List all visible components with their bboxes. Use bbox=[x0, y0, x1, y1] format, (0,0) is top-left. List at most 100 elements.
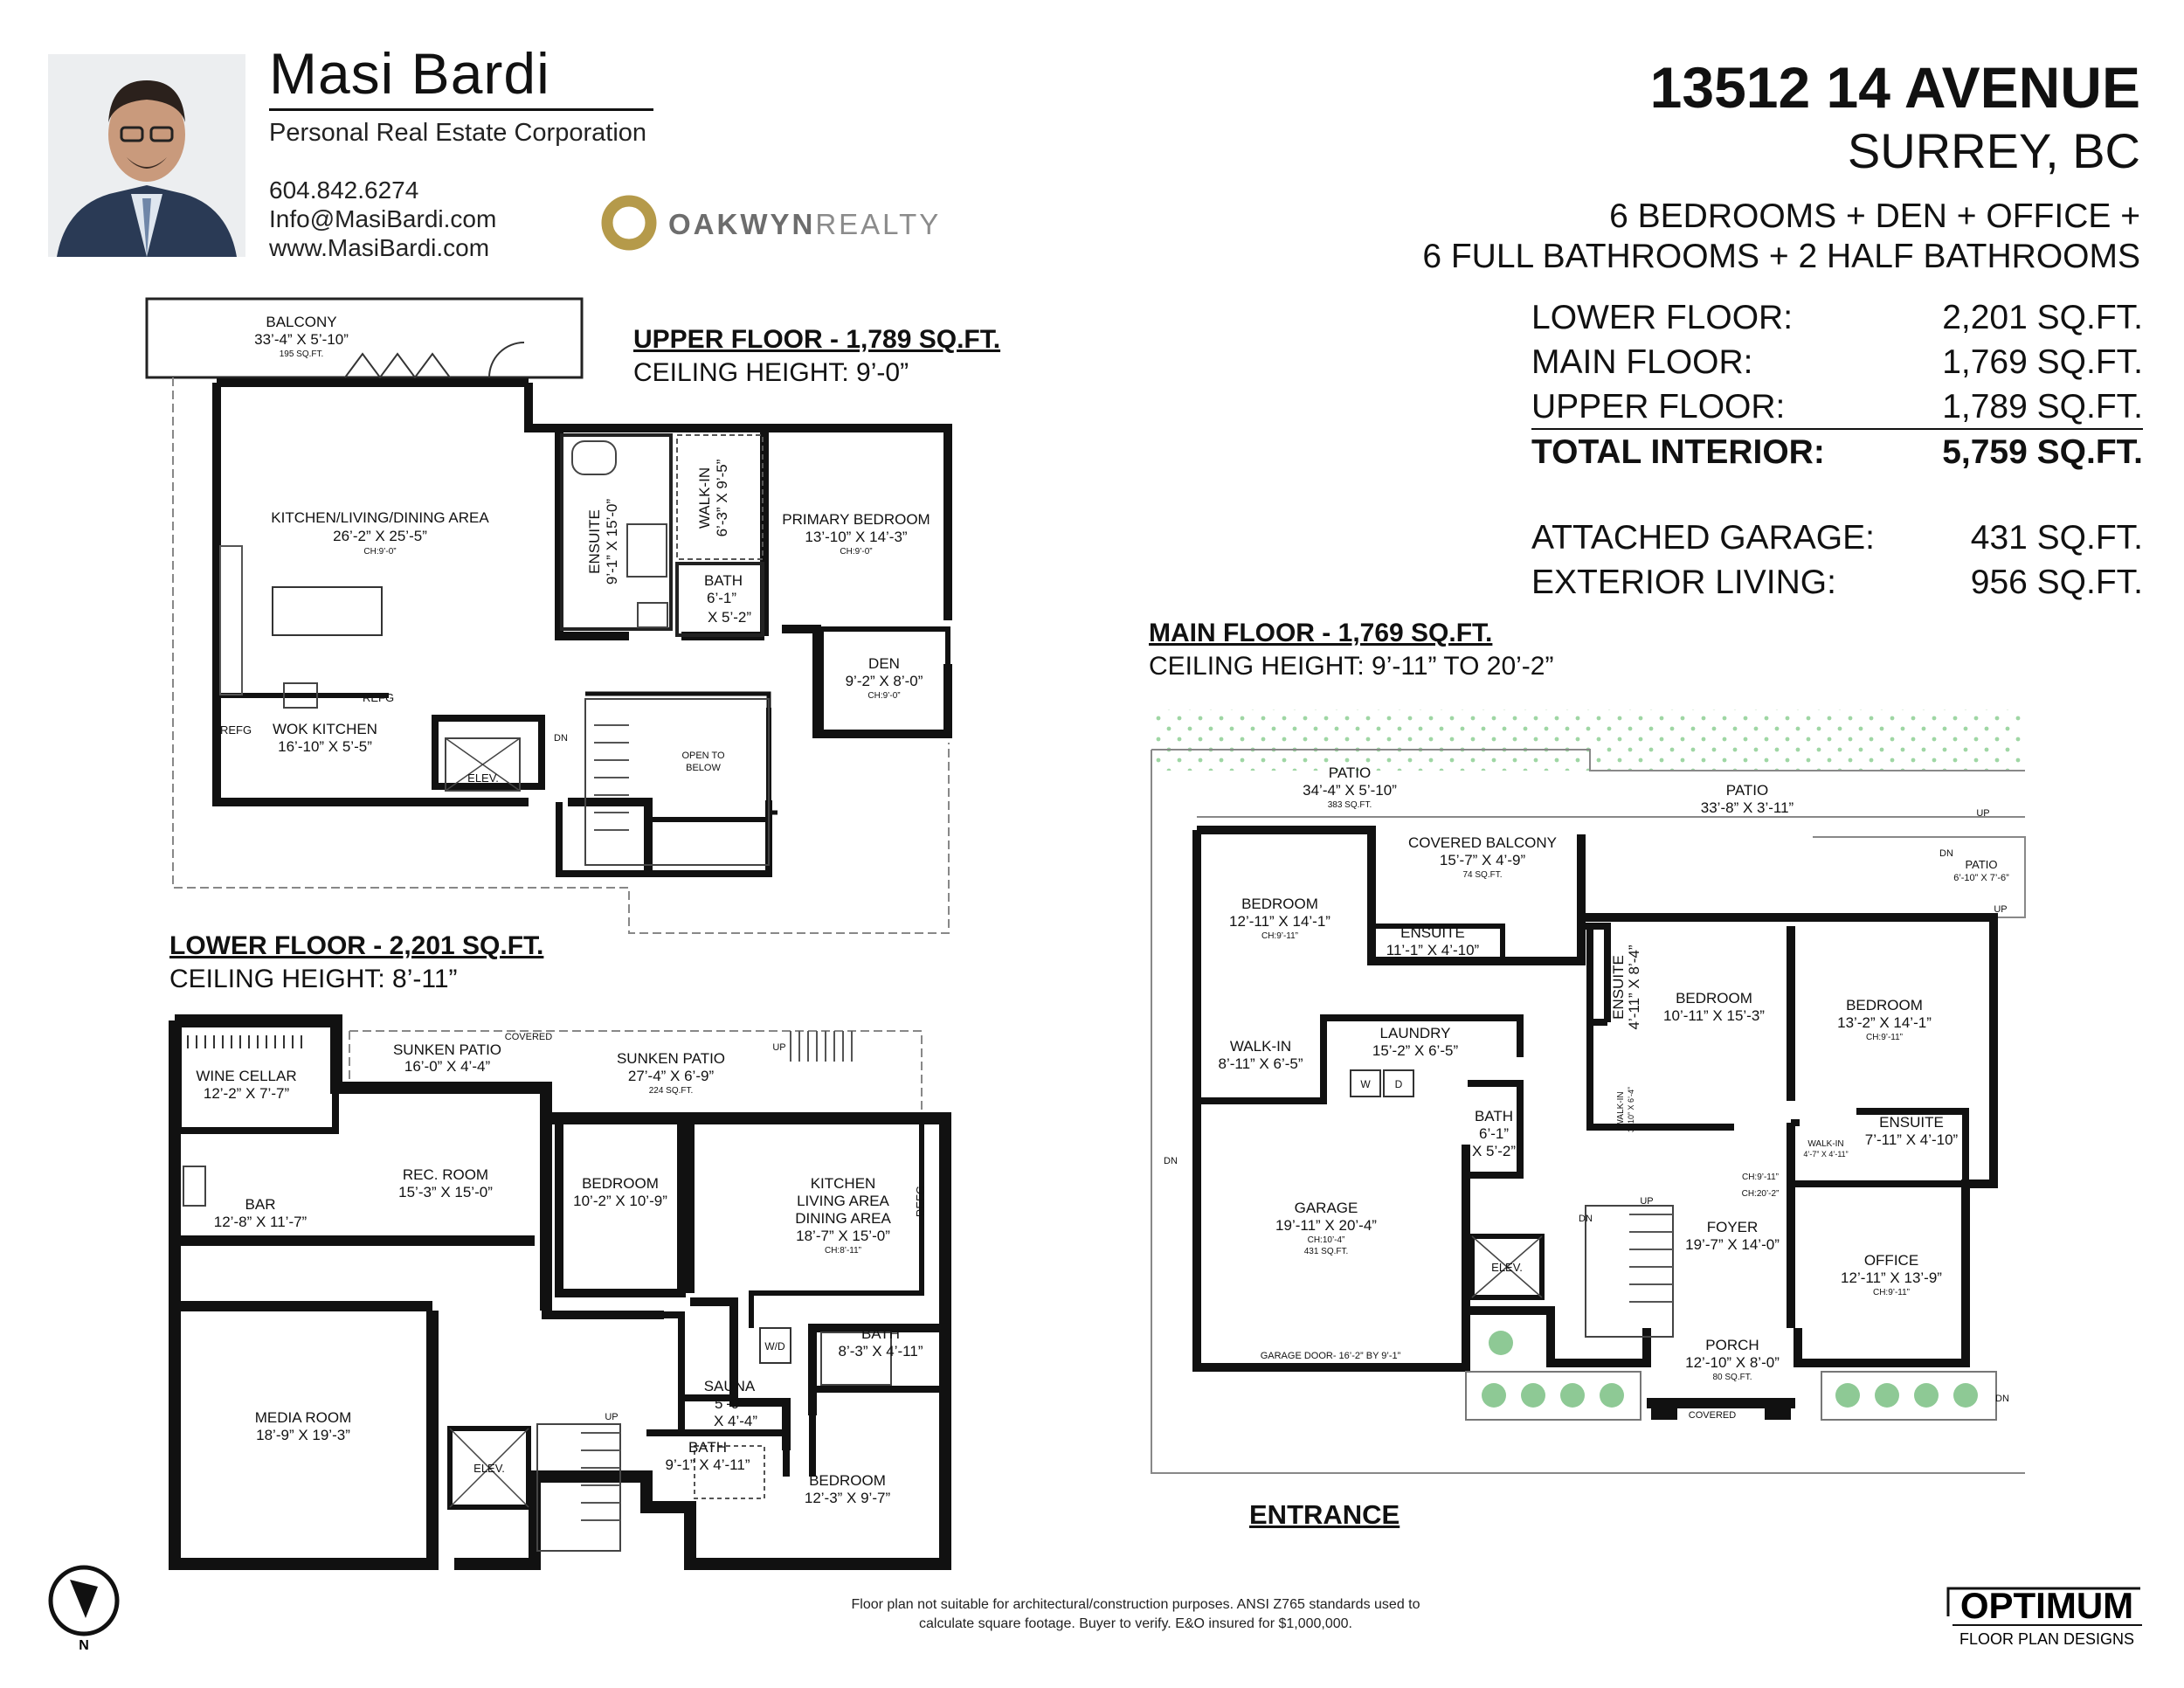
room-dims: 33’-4” X 5’-10” bbox=[254, 331, 349, 348]
room-note: CH:9’-11” bbox=[1873, 1288, 1910, 1297]
covered-label: COVERED bbox=[505, 1032, 552, 1042]
area-value: 2,201 SQ.FT. bbox=[1942, 299, 2143, 336]
room-dims: 12’-11” X 13’-9” bbox=[1841, 1269, 1942, 1286]
north-compass-icon: N bbox=[48, 1565, 120, 1653]
room-dims: 33’-8” X 3’-11” bbox=[1701, 799, 1794, 816]
kitchen-ch: CH:8’-11” bbox=[825, 1246, 861, 1256]
washer-dryer-icon bbox=[759, 1327, 791, 1364]
dn-label: DN bbox=[554, 733, 568, 744]
room-name: WALK-IN bbox=[1230, 1038, 1291, 1055]
room-note: X 5’-2” bbox=[708, 609, 751, 626]
main-floor-ceiling: CEILING HEIGHT: 9’-11” TO 20’-2” bbox=[1149, 652, 1554, 681]
room-dims: 26’-2” X 25’-5” bbox=[333, 528, 427, 544]
area-row-lower: LOWER FLOOR:2,201 SQ.FT. bbox=[1531, 299, 2143, 337]
room-dims: 10’-2” X 10’-9” bbox=[573, 1193, 667, 1209]
room-dims: 10’-11” X 15’-3” bbox=[1663, 1007, 1765, 1024]
upper-bifold-door bbox=[344, 352, 451, 379]
room-name: BEDROOM bbox=[582, 1175, 659, 1192]
room-dims: 11’-1” X 4’-10” bbox=[1386, 942, 1480, 958]
room-dims: 12’-3” X 9’-7” bbox=[805, 1490, 891, 1506]
room-note: 383 SQ.FT. bbox=[1328, 800, 1372, 810]
room-name: BEDROOM bbox=[1676, 990, 1752, 1007]
agent-name: Masi Bardi bbox=[269, 41, 550, 106]
property-rooms-line1: 6 BEDROOMS + DEN + OFFICE + bbox=[1609, 197, 2140, 235]
room-name: BALCONY bbox=[266, 314, 336, 330]
room-name: BAR bbox=[245, 1196, 276, 1213]
room-dims: 27’-4” X 6’-9” bbox=[628, 1068, 715, 1084]
covered-label: COVERED bbox=[1689, 1410, 1736, 1421]
area-row-main: MAIN FLOOR:1,769 SQ.FT. bbox=[1531, 343, 2143, 382]
designer-name: OPTIMUM bbox=[1960, 1585, 2133, 1626]
lower-floor-plan bbox=[169, 1014, 951, 1570]
designer-tagline: FLOOR PLAN DESIGNS bbox=[1959, 1630, 2134, 1648]
room-name: OPEN TO bbox=[681, 751, 725, 761]
room-note: CH:9’-11” bbox=[1261, 931, 1298, 941]
room-name: BATH bbox=[688, 1439, 727, 1456]
ceiling-height-label: CH:20’-2” bbox=[1742, 1189, 1780, 1199]
room-name: BATH bbox=[704, 572, 743, 589]
room-dims: 12’-10” X 8’-0” bbox=[1685, 1354, 1780, 1371]
agent-website[interactable]: www.MasiBardi.com bbox=[269, 234, 490, 261]
upper-floor-title: UPPER FLOOR - 1,789 SQ.FT. bbox=[633, 325, 1001, 354]
agent-email[interactable]: Info@MasiBardi.com bbox=[269, 205, 497, 232]
room-dims: 9’-1” X 15’-0” bbox=[604, 499, 620, 585]
oakwyn-logo-icon bbox=[600, 194, 658, 256]
upper-room-labels: BALCONY 33’-4” X 5’-10” 195 SQ.FT. KITCH… bbox=[220, 314, 930, 785]
room-note: CH:10’-4” bbox=[1308, 1235, 1345, 1245]
room-name: ENSUITE bbox=[1400, 924, 1465, 941]
room-dims: 4’-11” X 8’-4” bbox=[1626, 944, 1642, 1029]
room-dims: 16’-10” X 5’-5” bbox=[278, 738, 372, 755]
room-name: ENSUITE bbox=[586, 509, 603, 574]
room-dims: 6’-1” bbox=[707, 590, 736, 606]
room-note: 195 SQ.FT. bbox=[280, 349, 324, 359]
area-row-exterior: EXTERIOR LIVING:956 SQ.FT. bbox=[1531, 564, 2143, 602]
area-label: EXTERIOR LIVING: bbox=[1531, 564, 1836, 601]
disclaimer-line2: calculate square footage. Buyer to verif… bbox=[919, 1616, 1352, 1631]
up-label: UP bbox=[1994, 904, 2007, 915]
room-name: BATH bbox=[1475, 1108, 1513, 1124]
refg-label: REFG bbox=[914, 1186, 927, 1217]
dn-label: DN bbox=[1939, 848, 1953, 859]
room-note: X 5’-2” bbox=[1472, 1143, 1516, 1159]
elev-label: ELEV. bbox=[1491, 1261, 1523, 1274]
main-floor-plan bbox=[1151, 709, 2026, 1474]
room-dims: 18’-9” X 19’-3” bbox=[256, 1427, 350, 1443]
disclaimer: Floor plan not suitable for architectura… bbox=[786, 1595, 1485, 1634]
room-note: 80 SQ.FT. bbox=[1712, 1373, 1752, 1382]
walkin-small-label: WALK-IN bbox=[1807, 1139, 1843, 1149]
room-dims: 15’-3” X 15’-0” bbox=[398, 1184, 493, 1200]
brokerage-name: OAKWYNREALTY bbox=[668, 208, 941, 241]
room-name: DEN bbox=[868, 655, 900, 672]
room-name: REC. ROOM bbox=[403, 1166, 488, 1183]
walkin-side-dims: 3’-10” X 6’-4” bbox=[1627, 1087, 1635, 1132]
area-value: 1,769 SQ.FT. bbox=[1942, 343, 2143, 381]
kitchen-dims: 18’-7” X 15’-0” bbox=[796, 1228, 890, 1244]
room-dims: LIVING AREA bbox=[797, 1193, 889, 1209]
room-dims: 16’-0” X 4’-4” bbox=[404, 1058, 491, 1075]
room-dims: 6’-10” X 7’-6” bbox=[1953, 873, 2009, 883]
room-note: 224 SQ.FT. bbox=[649, 1086, 694, 1096]
room-dims: 13’-10” X 14’-3” bbox=[805, 529, 908, 545]
room-dims: 8’-11” X 6’-5” bbox=[1219, 1055, 1303, 1072]
room-note: 74 SQ.FT. bbox=[1462, 870, 1502, 880]
room-note: CH:9’-0” bbox=[840, 547, 872, 557]
room-dims: 19’-11” X 20’-4” bbox=[1275, 1217, 1377, 1234]
room-name: WOK KITCHEN bbox=[273, 721, 377, 737]
brokerage-name-light: REALTY bbox=[815, 208, 942, 240]
area-row-total: TOTAL INTERIOR:5,759 SQ.FT. bbox=[1531, 433, 2143, 472]
upper-floor-ceiling: CEILING HEIGHT: 9’-0” bbox=[633, 358, 909, 387]
room-name: KITCHEN bbox=[811, 1175, 876, 1192]
agent-phone[interactable]: 604.842.6274 bbox=[269, 176, 419, 204]
entrance-label: ENTRANCE bbox=[1249, 1499, 1400, 1530]
dn-label: DN bbox=[1579, 1214, 1593, 1224]
garage-door-label: GARAGE DOOR- 16’-2” BY 9’-1” bbox=[1261, 1351, 1401, 1361]
lower-room-labels: WINE CELLAR 12’-2” X 7’-7” SUNKEN PATIO … bbox=[196, 1032, 927, 1506]
agent-company: Personal Real Estate Corporation bbox=[269, 119, 647, 147]
room-name: PATIO bbox=[1726, 782, 1769, 799]
room-dims: 12’-2” X 7’-7” bbox=[204, 1085, 290, 1102]
room-name: PATIO bbox=[1329, 764, 1372, 781]
property-city: SURREY, BC bbox=[1847, 123, 2140, 178]
upper-balcony-outline bbox=[145, 297, 584, 379]
up-label: UP bbox=[772, 1042, 785, 1053]
up-label: UP bbox=[1976, 808, 1989, 819]
